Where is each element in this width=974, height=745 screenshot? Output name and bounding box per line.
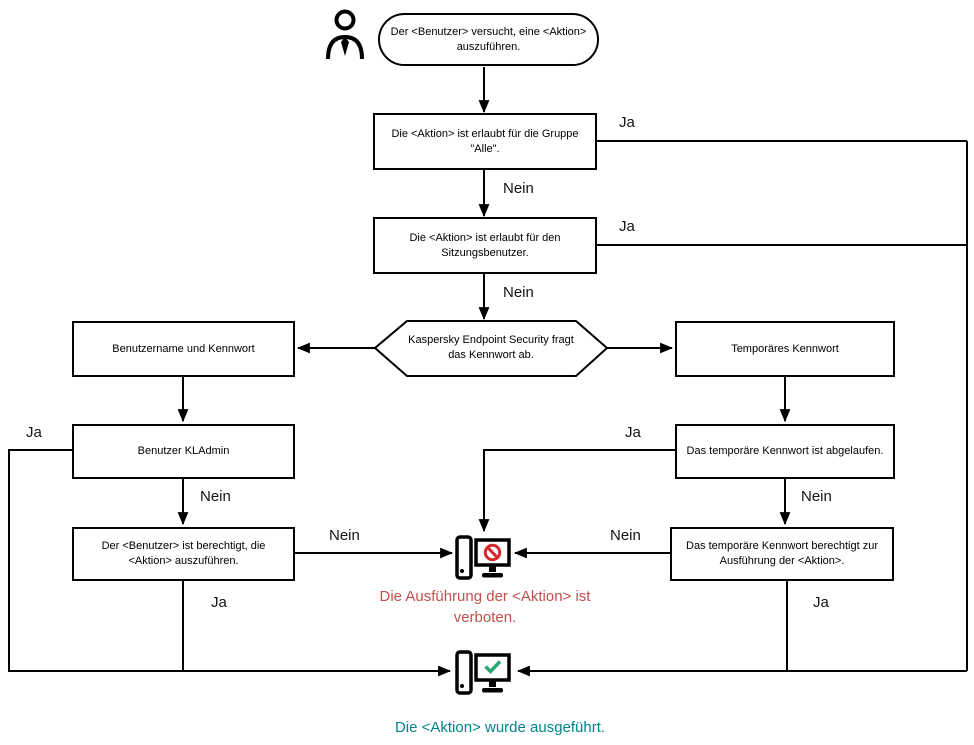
edge-label-group-ja: Ja xyxy=(619,114,635,131)
node-temp-expired: Das temporäre Kennwort ist abgelaufen. xyxy=(675,424,895,479)
node-kladmin: Benutzer KLAdmin xyxy=(72,424,295,479)
edge-label-expired-ja: Ja xyxy=(625,424,641,441)
node-user-authorized-label: Der <Benutzer> ist berechtigt, die <Akti… xyxy=(101,540,266,567)
node-temp-password: Temporäres Kennwort xyxy=(675,321,895,377)
result-executed-text: Die <Aktion> wurde ausgeführt. xyxy=(394,719,606,736)
edge-label-tempauth-nein: Nein xyxy=(610,527,641,544)
edge-label-kladmin-ja: Ja xyxy=(26,424,42,441)
action-executed-computer-icon xyxy=(455,650,511,695)
edge-label-expired-nein: Nein xyxy=(801,488,832,505)
node-session-allowed: Die <Aktion> ist erlaubt für den Sitzung… xyxy=(373,217,597,274)
edge-label-authorized-nein: Nein xyxy=(329,527,360,544)
node-temp-authorizes-label: Das temporäre Kennwort berechtigt zur Au… xyxy=(686,540,878,567)
node-group-allowed-label: Die <Aktion> ist erlaubt für die Gruppe … xyxy=(391,127,579,155)
node-temp-expired-label: Das temporäre Kennwort ist abgelaufen. xyxy=(686,445,884,458)
node-username-password-label: Benutzername und Kennwort xyxy=(112,342,255,355)
password-prompt-hexagon xyxy=(373,320,609,377)
edge-label-group-nein: Nein xyxy=(503,180,534,197)
edge-label-session-nein: Nein xyxy=(503,284,534,301)
edge-label-authorized-ja: Ja xyxy=(211,594,227,611)
start-node-label: Der <Benutzer> versucht, eine <Aktion> a… xyxy=(390,25,587,53)
user-icon xyxy=(326,9,364,60)
action-denied-computer-icon xyxy=(455,535,511,580)
node-kladmin-label: Benutzer KLAdmin xyxy=(137,445,230,458)
node-password-prompt: Kaspersky Endpoint Security fragt das Ke… xyxy=(398,326,584,370)
checkmark-icon xyxy=(484,660,502,675)
node-session-allowed-label: Die <Aktion> ist erlaubt für den Sitzung… xyxy=(409,231,561,259)
node-temp-password-label: Temporäres Kennwort xyxy=(731,342,839,355)
node-password-prompt-label: Kaspersky Endpoint Security fragt das Ke… xyxy=(408,334,574,361)
edge-label-tempauth-ja: Ja xyxy=(813,594,829,611)
prohibition-icon xyxy=(483,543,502,562)
node-group-allowed: Die <Aktion> ist erlaubt für die Gruppe … xyxy=(373,113,597,170)
node-user-authorized: Der <Benutzer> ist berechtigt, die <Akti… xyxy=(72,527,295,581)
edge-expired-ja-to-denied xyxy=(478,449,675,533)
edge-kladmin-ja-left-rail xyxy=(8,449,452,677)
node-username-password: Benutzername und Kennwort xyxy=(72,321,295,377)
edge-label-kladmin-nein: Nein xyxy=(200,488,231,505)
result-denied-text: Die Ausführung der <Aktion> ist verboten… xyxy=(379,588,591,626)
edge-label-session-ja: Ja xyxy=(619,218,635,235)
node-temp-authorizes: Das temporäre Kennwort berechtigt zur Au… xyxy=(670,527,894,581)
start-node: Der <Benutzer> versucht, eine <Aktion> a… xyxy=(378,13,599,66)
